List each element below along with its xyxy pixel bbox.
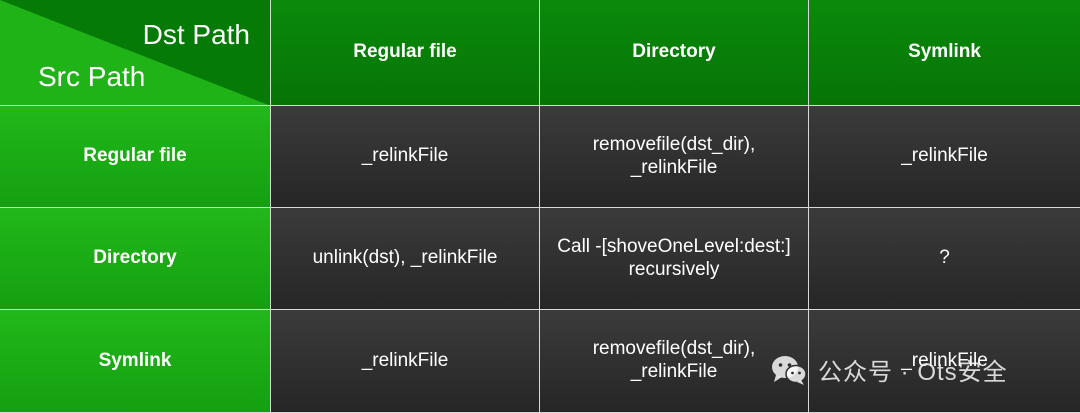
table-cell: _relinkFile (809, 310, 1080, 413)
table-cell: _relinkFile (271, 310, 540, 413)
table-cell: removefile(dst_dir), _relinkFile (540, 310, 809, 413)
table-cell: unlink(dst), _relinkFile (271, 208, 540, 310)
src-path-label: Src Path (38, 61, 146, 92)
corner-header: Dst Path Src Path (0, 0, 271, 106)
column-header-regular-file: Regular file (271, 0, 540, 106)
column-header-directory: Directory (540, 0, 809, 106)
table-cell: ? (809, 208, 1080, 310)
row-header-regular-file: Regular file (0, 106, 271, 208)
table-cell: removefile(dst_dir), _relinkFile (540, 106, 809, 208)
dst-path-label: Dst Path (142, 19, 250, 50)
corner-diagonal-split (0, 0, 270, 105)
column-header-symlink: Symlink (809, 0, 1080, 106)
table-cell: _relinkFile (271, 106, 540, 208)
table-cell: Call -[shoveOneLevel:dest:] recursively (540, 208, 809, 310)
table-cell: _relinkFile (809, 106, 1080, 208)
row-header-symlink: Symlink (0, 310, 271, 413)
row-header-directory: Directory (0, 208, 271, 310)
